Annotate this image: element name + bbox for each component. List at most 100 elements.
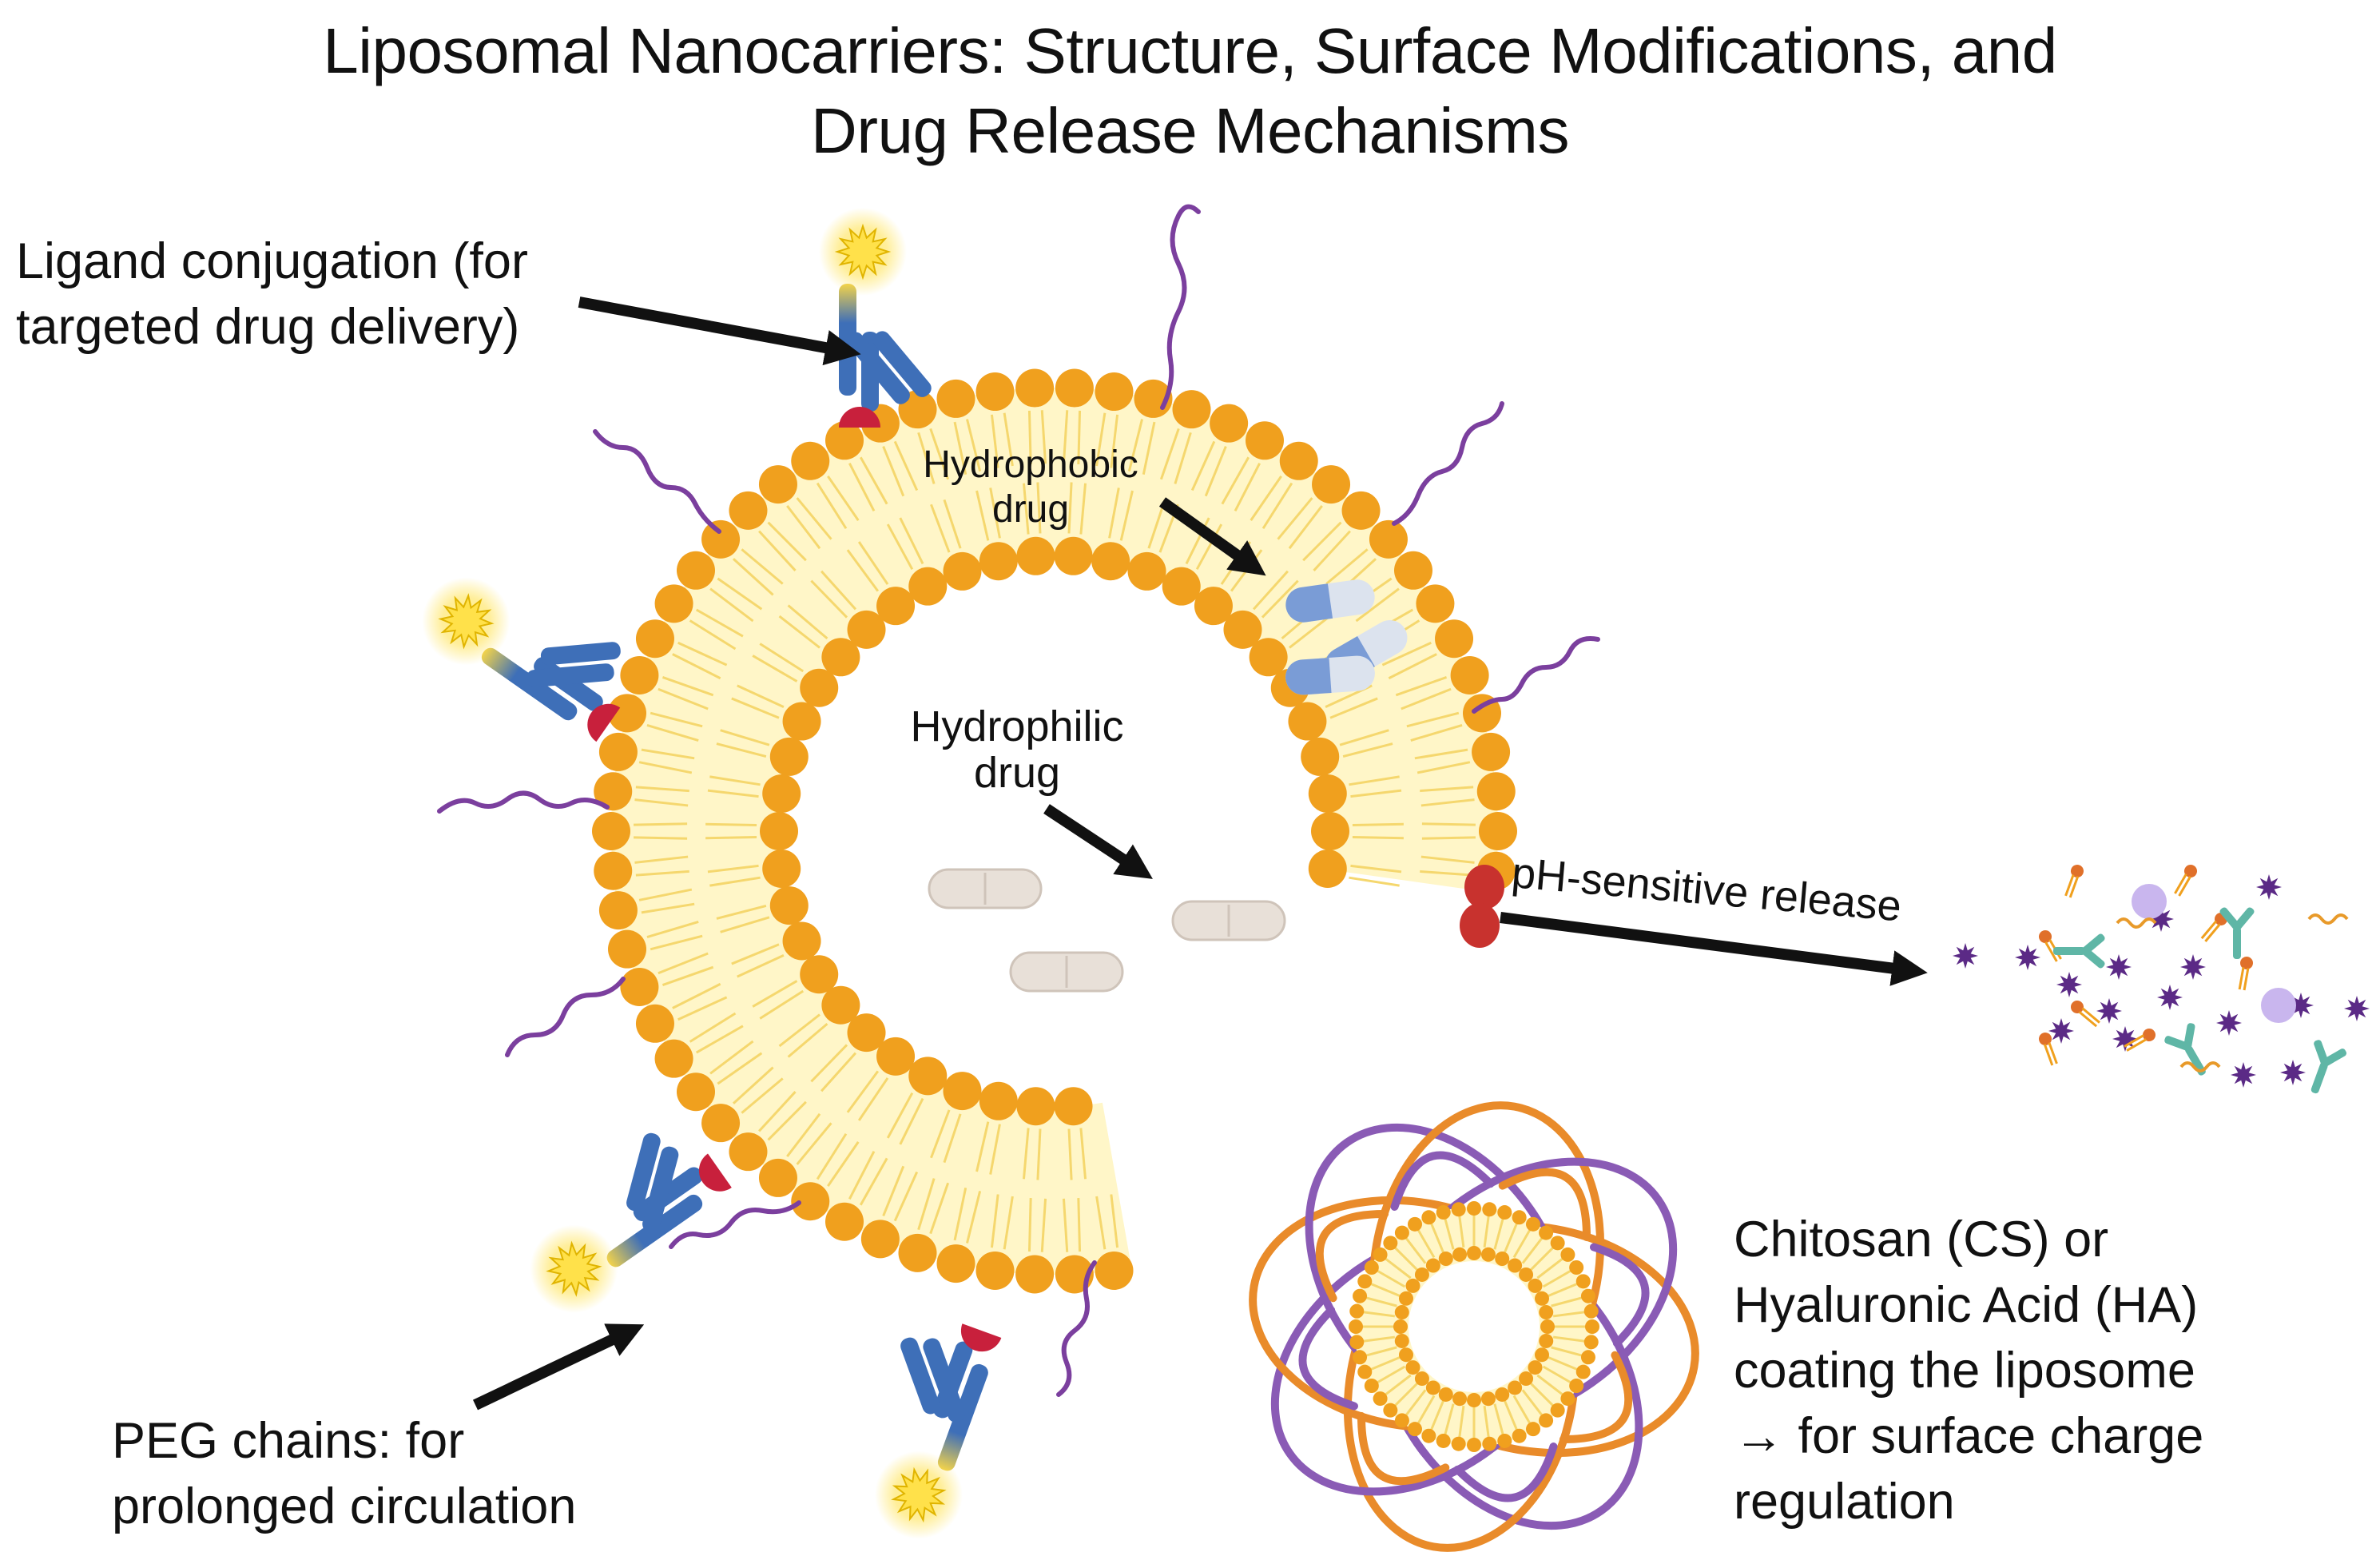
lipid-tail: [709, 876, 761, 887]
lipid-tail: [1079, 1128, 1087, 1180]
lipid-tail: [975, 1121, 990, 1172]
lipid-tail: [1329, 697, 1378, 719]
hydrophilic-arrow: [1043, 804, 1153, 879]
lipid-head: [608, 694, 647, 733]
lipid-tail: [759, 989, 805, 1020]
lipid-tail: [677, 641, 728, 667]
lipid-tail: [1067, 1128, 1073, 1180]
lipid-tail: [1349, 876, 1400, 887]
lipid-tail: [1036, 1128, 1042, 1180]
released-drug-particle: [2096, 998, 2122, 1024]
lipid-tail: [1406, 711, 1460, 728]
lipid-head: [1479, 812, 1517, 850]
lipid-tail: [1313, 530, 1351, 571]
outer-lipid-heads: [592, 368, 1517, 1294]
lipid-tail: [650, 711, 703, 728]
lipid-head: [1308, 849, 1347, 888]
lipid-tail: [1349, 775, 1400, 786]
lipid-tail: [1352, 835, 1404, 840]
released-antibody: [2219, 907, 2255, 959]
lipid-tail: [731, 697, 780, 719]
lipid-head: [791, 441, 830, 480]
lipid-tail: [737, 684, 785, 708]
released-drug-particle: [2280, 1060, 2306, 1085]
lipid-tail: [752, 655, 798, 682]
lipid-head: [1127, 551, 1166, 591]
lipid-head: [782, 921, 821, 961]
lipid-tail: [1110, 414, 1119, 468]
lipid-head: [635, 619, 674, 659]
lipid-head: [821, 638, 860, 677]
lipid-head: [1288, 702, 1327, 741]
lipid-head: [1341, 491, 1381, 530]
hydrophobic-label: Hydrophobic drug: [911, 443, 1150, 532]
diagram-title: Liposomal Nanocarriers: Structure, Surfa…: [0, 11, 2380, 171]
released-drug-particle: [2015, 945, 2040, 970]
lipid-head: [975, 372, 1015, 412]
lipid-tail: [741, 548, 784, 585]
lipid-tail: [929, 1182, 950, 1235]
ligand-antibodies: [422, 208, 1002, 1539]
lipid-tail: [635, 786, 689, 793]
released-drug-particle: [2157, 985, 2183, 1010]
peg-label-line-1: PEG chains: for: [112, 1413, 465, 1469]
lipid-head: [975, 1251, 1015, 1290]
peg-label-line-2: prolonged circulation: [112, 1478, 577, 1534]
lipid-tail: [662, 965, 714, 986]
lipid-head: [1450, 655, 1489, 694]
coating-label-line-2: Hyaluronic Acid (HA): [1734, 1277, 2199, 1333]
lipid-tail: [732, 1066, 774, 1104]
lipid-tail: [767, 521, 807, 562]
lipid-tail: [1262, 482, 1293, 530]
lipid-tail: [1079, 483, 1087, 535]
lipid-tail: [882, 1165, 905, 1216]
lipid-tail: [787, 604, 828, 640]
lipid-tail: [672, 982, 721, 1009]
peg-chain-icon: [1392, 401, 1504, 526]
ligand-label-line-1: Ligand conjugation (for: [16, 233, 528, 289]
lipid-tail: [1110, 1194, 1119, 1248]
ligand-label: Ligand conjugation (for targeted drug de…: [16, 229, 528, 360]
lipid-tail: [638, 761, 693, 774]
lipid-tail: [1095, 1196, 1107, 1250]
lipid-tail: [886, 1092, 914, 1139]
lipid-tail: [820, 1052, 857, 1092]
lipid-tail: [975, 490, 990, 541]
lipid-tail: [1027, 410, 1032, 465]
lipid-tail: [1108, 487, 1120, 539]
hydrophobic-drug-capsules: [1285, 579, 1408, 695]
released-drug-particle: [2256, 874, 2282, 900]
lipid-tail: [886, 523, 914, 571]
lipid-tail: [930, 1109, 951, 1159]
lipid-tail: [1416, 761, 1471, 774]
mini-core: [1409, 1261, 1540, 1392]
tablet-drug-icon: [928, 868, 1043, 909]
lipid-tail: [778, 1013, 820, 1048]
lipid-tail: [1234, 463, 1261, 512]
released-antibody: [2164, 1023, 2206, 1076]
released-vesicle: [2132, 884, 2167, 919]
lipid-tail: [689, 1012, 737, 1043]
released-drug-particle: [1953, 943, 1978, 969]
lipid-tail: [989, 1124, 1001, 1175]
lipid-tail: [1077, 1197, 1082, 1252]
hydrophobic-arrow: [1158, 497, 1266, 576]
lipid-tail: [778, 615, 820, 649]
lipid-head: [1091, 542, 1130, 581]
lipid-tail: [846, 1070, 880, 1113]
lipid-head: [620, 655, 659, 694]
lipid-tail: [716, 742, 767, 758]
released-lipid: [2238, 957, 2253, 991]
lipid-tail: [717, 577, 763, 611]
lipid-tail: [672, 653, 721, 680]
released-drug-particle: [2344, 996, 2370, 1021]
hydrophilic-label-line-2: drug: [973, 749, 1061, 797]
lipid-head: [821, 985, 860, 1025]
lipid-tail: [882, 446, 905, 497]
antibody-ligand-icon: [530, 1132, 732, 1313]
lipid-tail: [1022, 1128, 1030, 1180]
coated-liposome-icon: [1249, 1101, 1699, 1552]
lipid-tail: [1127, 419, 1144, 472]
lipid-tail: [658, 952, 709, 975]
lipid-head: [860, 1220, 900, 1259]
